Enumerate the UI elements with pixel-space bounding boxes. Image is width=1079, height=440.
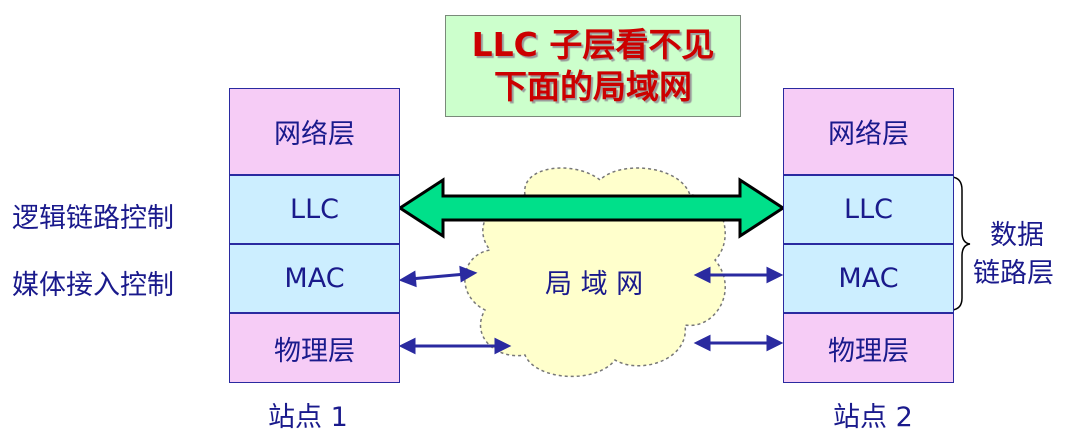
station-1-network-layer: 网络层 [229, 88, 400, 175]
station-1-physical-layer: 物理层 [229, 313, 400, 383]
station-1-label: 站点 1 [268, 402, 348, 433]
station-2-llc-layer: LLC [783, 175, 954, 244]
mac-arrow-left [398, 265, 478, 288]
callout-line-1: LLC 子层看不见 [471, 25, 715, 64]
mac-arrow-right [693, 266, 784, 284]
station-2-network-layer: 网络层 [783, 88, 954, 175]
llc-side-label: 逻辑链路控制 [12, 203, 174, 234]
station-2-mac-layer: MAC [783, 244, 954, 313]
station-2-label: 站点 2 [833, 402, 913, 433]
phy-arrow-left [398, 337, 512, 355]
right-brace [951, 176, 971, 311]
callout-line-2: 下面的局域网 [494, 67, 692, 106]
data-link-label-line-2: 链路层 [973, 258, 1054, 289]
callout-box: LLC 子层看不见 下面的局域网 [445, 15, 741, 117]
station-2-physical-layer: 物理层 [783, 313, 954, 383]
data-link-label-line-1: 数据 [990, 220, 1044, 251]
lan-cloud-label: 局 域 网 [545, 269, 644, 300]
mac-side-label: 媒体接入控制 [12, 270, 174, 301]
station-1-llc-layer: LLC [229, 175, 400, 244]
station-1-mac-layer: MAC [229, 244, 400, 313]
phy-arrow-right [693, 334, 784, 352]
